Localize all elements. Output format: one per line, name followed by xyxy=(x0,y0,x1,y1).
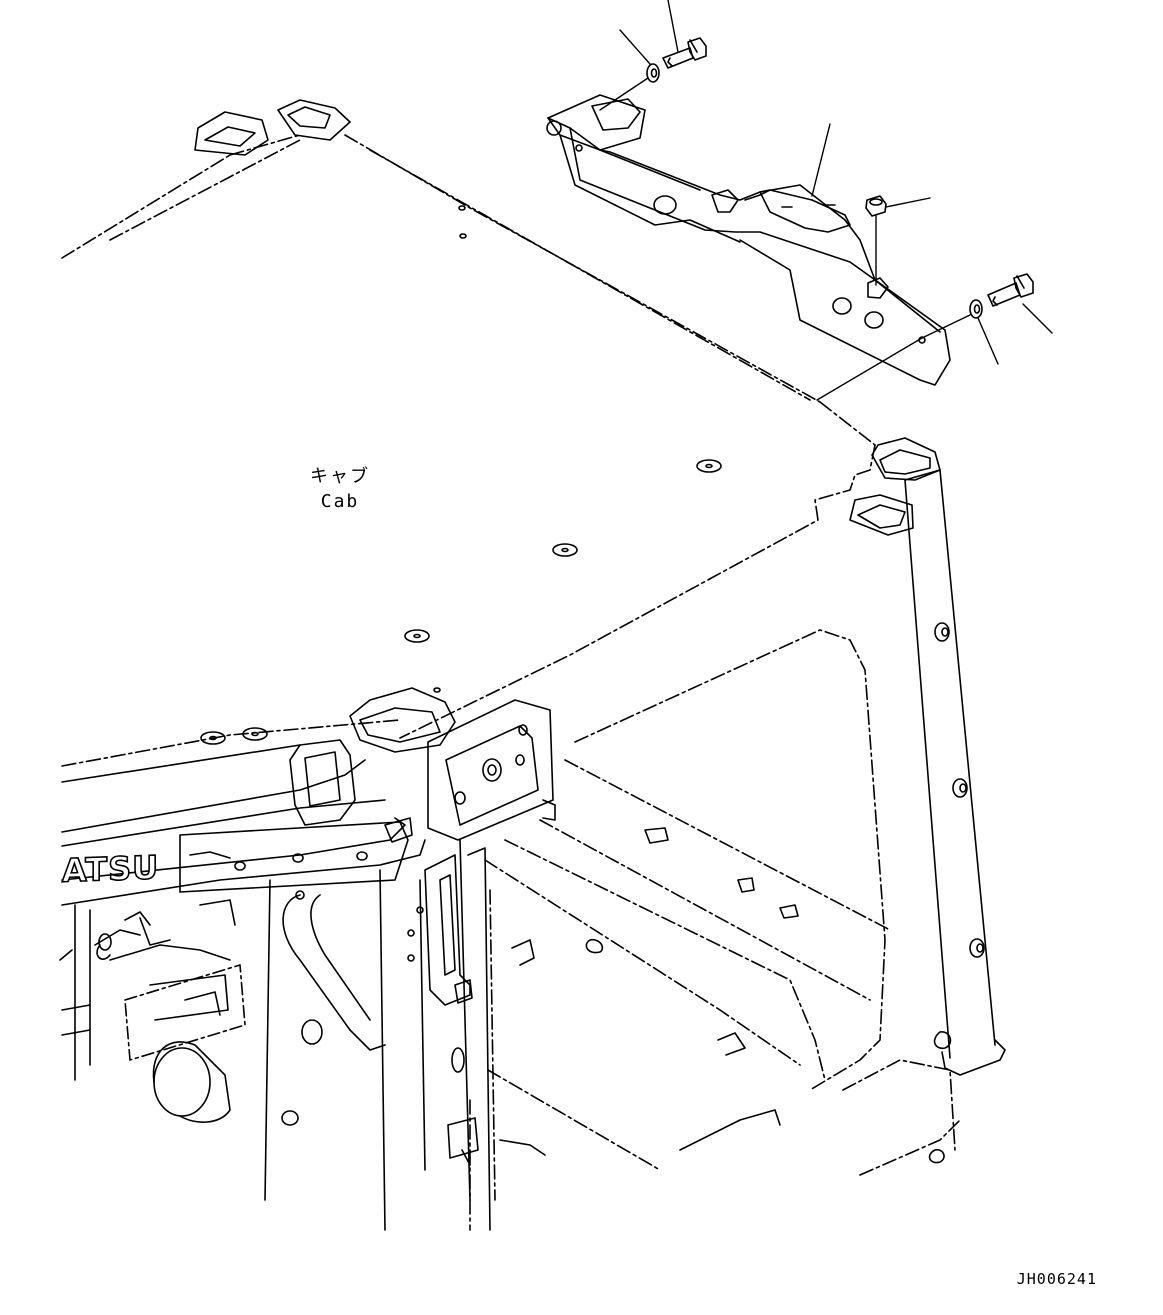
nut xyxy=(865,195,887,217)
washer-lower xyxy=(969,299,983,319)
cab-roof xyxy=(61,134,876,767)
cab-left-beam xyxy=(61,739,426,906)
bolt-upper xyxy=(662,37,707,69)
cab-label-japanese: キャブ xyxy=(310,466,370,487)
roof-corner-rear xyxy=(194,99,351,156)
cab-door-details xyxy=(499,827,952,1164)
roof-washers xyxy=(200,205,722,745)
mirror-bracket xyxy=(546,94,951,386)
washer-upper xyxy=(646,63,660,83)
cab-label-english: Cab xyxy=(320,491,360,512)
cab-pillar-center xyxy=(349,687,556,1231)
cab-door-frame xyxy=(469,629,961,1231)
cab-pillar-right xyxy=(849,437,1006,1076)
leader-lines xyxy=(599,0,1053,401)
brand-logo-text: ATSU xyxy=(61,848,160,891)
cab-left-lower xyxy=(59,869,386,1231)
drawing-code: JH006241 xyxy=(1016,1270,1097,1288)
bolt-lower xyxy=(987,273,1034,307)
